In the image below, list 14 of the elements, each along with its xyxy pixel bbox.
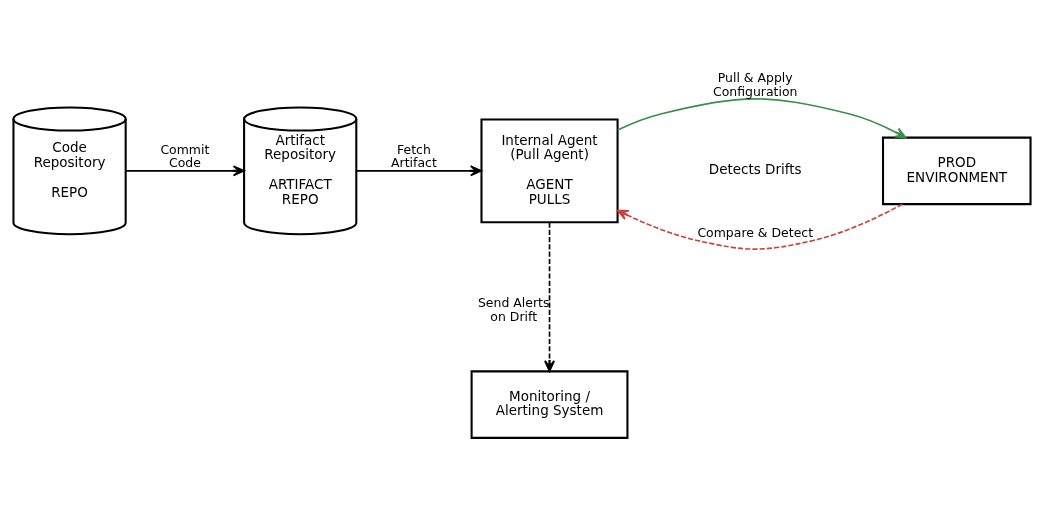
arrow — [355, 165, 482, 177]
arrow — [616, 98, 907, 139]
edge-label: Pull & Apply Configuration — [713, 70, 798, 99]
edge-label: Compare & Detect — [697, 224, 814, 240]
arrow — [616, 203, 903, 250]
node-box: Monitoring / Alerting System — [470, 370, 629, 439]
edge-label: Commit Code — [160, 141, 210, 171]
edge-label: Send Alerts on Drift — [477, 295, 550, 324]
arrow — [544, 221, 556, 373]
label: Detects Drifts — [708, 161, 802, 178]
node-box: Internal Agent (Pull Agent) AGENT PULLS — [480, 118, 619, 224]
edge-label: Fetch Artifact — [391, 141, 437, 171]
arrow — [125, 165, 245, 177]
node-box: PROD ENVIRONMENT — [881, 136, 1032, 206]
